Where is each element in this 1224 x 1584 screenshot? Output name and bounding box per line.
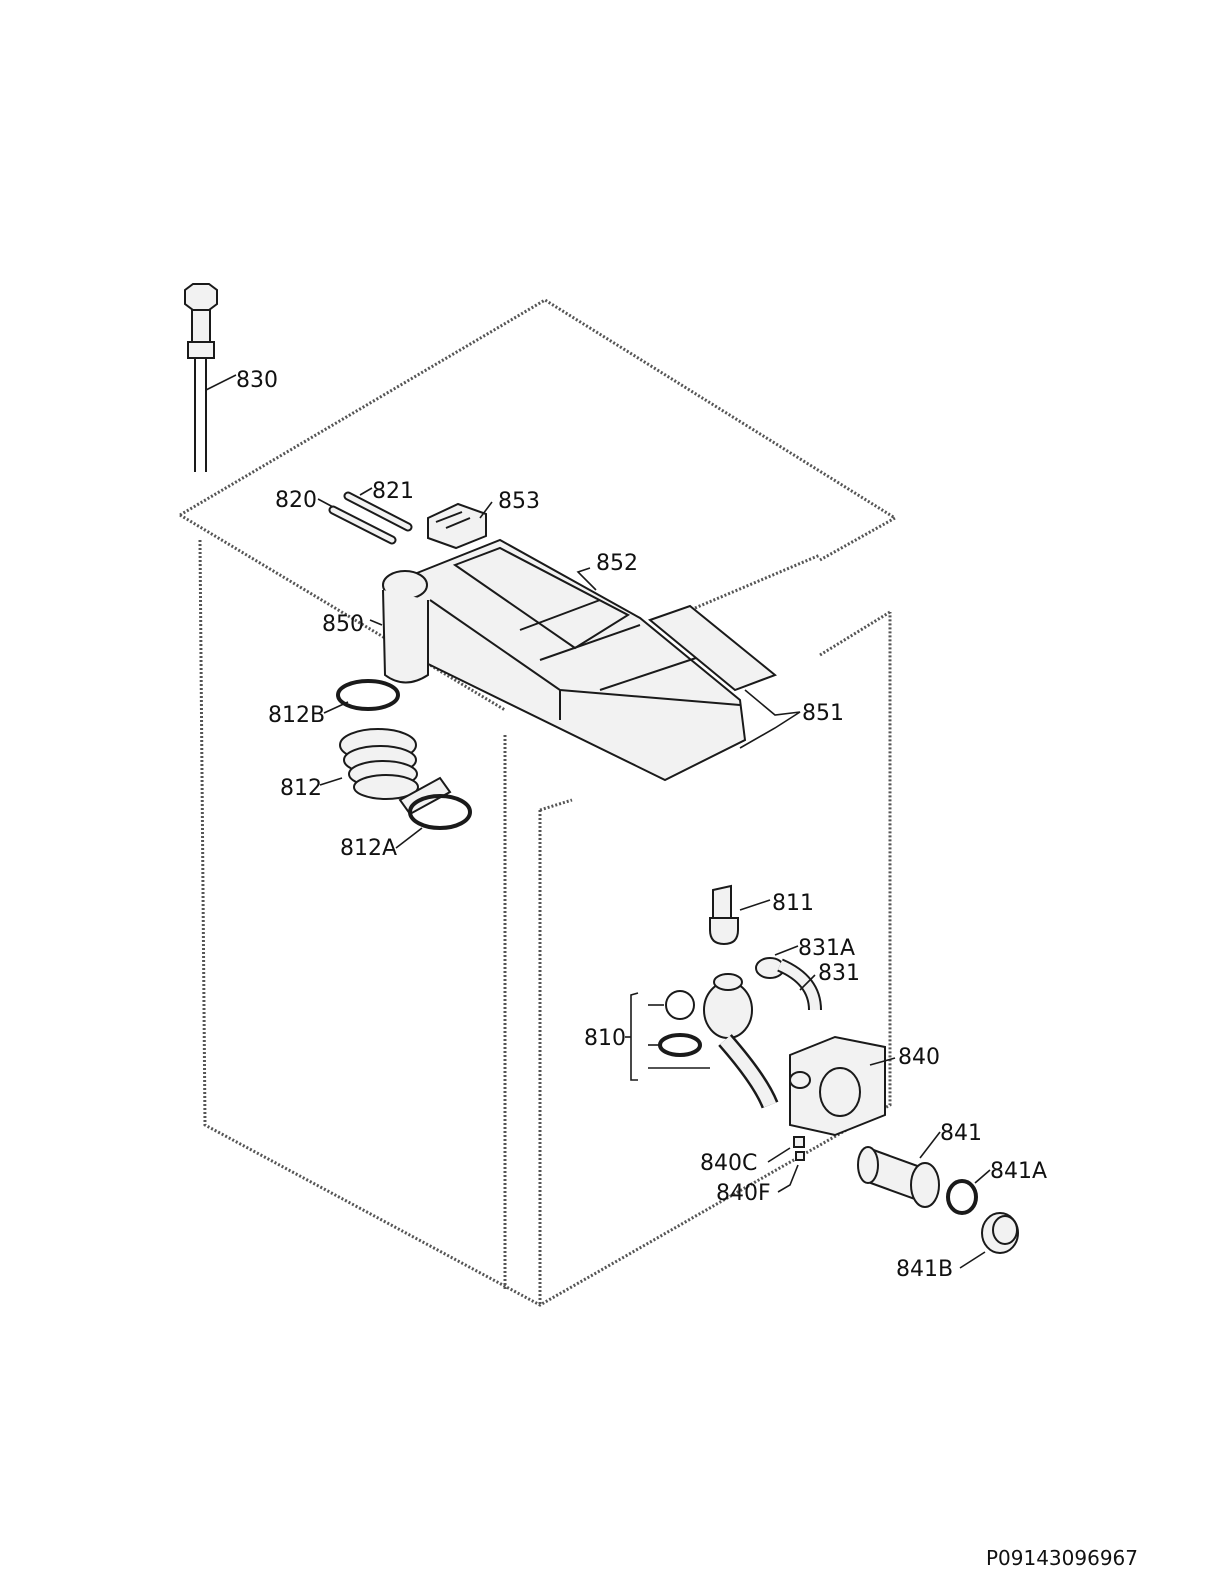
callout-853: 853 — [498, 489, 540, 514]
callout-831: 831 — [818, 961, 860, 986]
callout-810: 810 — [584, 1026, 626, 1051]
callout-840C: 840C — [700, 1151, 757, 1176]
callout-812B: 812B — [268, 703, 325, 728]
callout-812: 812 — [280, 776, 322, 801]
callout-840F: 840F — [716, 1181, 771, 1206]
part-812A-ring — [408, 794, 472, 830]
reference-code: P09143096967 — [986, 1546, 1138, 1570]
cabinet-outline — [179, 298, 898, 1307]
part-830-inlet-hose — [184, 283, 218, 472]
callout-811: 811 — [772, 891, 814, 916]
part-841B-cap — [981, 1212, 1019, 1254]
callout-841: 841 — [940, 1121, 982, 1146]
part-dispenser-assembly — [382, 538, 777, 782]
part-812B-ring — [336, 679, 400, 711]
part-810-group — [658, 973, 779, 1109]
part-841-filter — [857, 1146, 940, 1208]
callout-840: 840 — [898, 1045, 940, 1070]
callout-812A: 812A — [340, 836, 397, 861]
callout-852: 852 — [596, 551, 638, 576]
part-812-bellows — [339, 728, 452, 816]
part-820-821-tubes — [328, 491, 413, 545]
callout-841A: 841A — [990, 1159, 1047, 1184]
part-840C-840F-screws — [793, 1136, 805, 1161]
leader-lines — [205, 374, 991, 1269]
part-841A-ring — [946, 1179, 978, 1215]
callout-labels: 830 820 821 853 852 850 851 812B 812 812… — [236, 368, 1047, 1282]
callout-821: 821 — [372, 479, 414, 504]
callout-820: 820 — [275, 488, 317, 513]
callout-850: 850 — [322, 612, 364, 637]
callout-830: 830 — [236, 368, 278, 393]
callout-831A: 831A — [798, 936, 855, 961]
callout-841B: 841B — [896, 1257, 953, 1282]
part-853 — [427, 502, 487, 550]
callout-851: 851 — [802, 701, 844, 726]
part-840-pump — [789, 1035, 886, 1137]
part-811 — [709, 884, 739, 946]
